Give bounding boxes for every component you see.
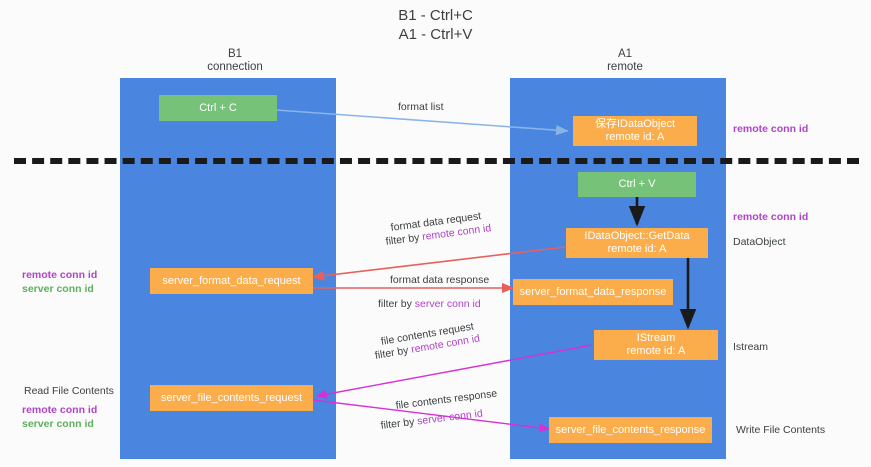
- box-ctrl-c[interactable]: Ctrl + C: [159, 95, 277, 121]
- box-server-format-data-response[interactable]: server_format_data_response: [513, 279, 673, 305]
- lane-header-b1: B1 connection: [207, 48, 263, 73]
- edge-label-format-list: format list: [398, 101, 444, 113]
- filter-key-server-conn-id: server conn id: [416, 407, 484, 428]
- filter-prefix: filter by: [380, 415, 418, 432]
- box-ctrl-v[interactable]: Ctrl + V: [578, 172, 696, 197]
- box-istream[interactable]: IStream remote id: A: [594, 330, 718, 360]
- side-label-remote-conn-id-mid: remote conn id: [733, 211, 809, 223]
- side-label-write-file-contents: Write File Contents: [736, 424, 826, 436]
- edge-label-format-data-response-filter: filter by server conn id: [378, 298, 481, 311]
- side-label-dataobject: DataObject: [733, 236, 786, 248]
- side-label-left-server-conn-id-bot: server conn id: [22, 418, 94, 430]
- box-server-file-contents-request[interactable]: server_file_contents_request: [150, 385, 313, 411]
- phase-divider: [14, 158, 859, 164]
- diagram-title: B1 - Ctrl+C A1 - Ctrl+V: [398, 7, 473, 43]
- box-server-format-data-request[interactable]: server_format_data_request: [150, 268, 313, 294]
- filter-prefix: filter by: [374, 343, 413, 362]
- filter-key-server-conn-id: server conn id: [414, 298, 481, 310]
- side-label-left-remote-conn-id-mid: remote conn id: [22, 269, 98, 281]
- box-idataobject-getdata[interactable]: IDataObject::GetData remote id: A: [566, 228, 708, 258]
- box-save-idataobject[interactable]: 保存IDataObject remote id: A: [573, 116, 697, 146]
- filter-prefix: filter by: [378, 298, 415, 310]
- side-label-left-server-conn-id-mid: server conn id: [22, 283, 94, 295]
- side-label-remote-conn-id-top: remote conn id: [733, 123, 809, 135]
- edge-label-format-data-response: format data response: [390, 274, 490, 286]
- side-label-read-file-contents: Read File Contents: [24, 385, 114, 397]
- lane-header-a1: A1 remote: [607, 48, 643, 73]
- side-label-istream: Istream: [733, 341, 769, 353]
- side-label-left-remote-conn-id-bot: remote conn id: [22, 404, 98, 416]
- box-server-file-contents-response[interactable]: server_file_contents_response: [549, 417, 712, 443]
